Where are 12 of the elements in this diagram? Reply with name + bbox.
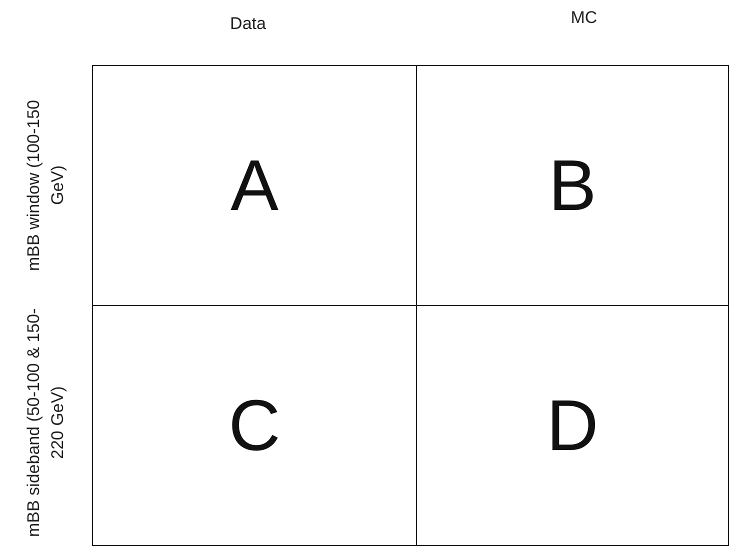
column-header: Data bbox=[230, 14, 266, 34]
table-cell bbox=[416, 305, 729, 546]
row-header: mBB window (100-150 GeV) bbox=[23, 98, 68, 273]
table-cell bbox=[416, 65, 729, 306]
row-header: mBB sideband (50-100 & 150-220 GeV) bbox=[23, 307, 68, 539]
cell-letter: D bbox=[546, 390, 598, 462]
column-header: MC bbox=[570, 8, 598, 28]
cell-letter: C bbox=[228, 390, 280, 462]
cell-letter: A bbox=[230, 150, 279, 222]
cell-letter: B bbox=[548, 150, 597, 222]
table-cell bbox=[92, 65, 417, 306]
table-cell bbox=[92, 305, 417, 546]
